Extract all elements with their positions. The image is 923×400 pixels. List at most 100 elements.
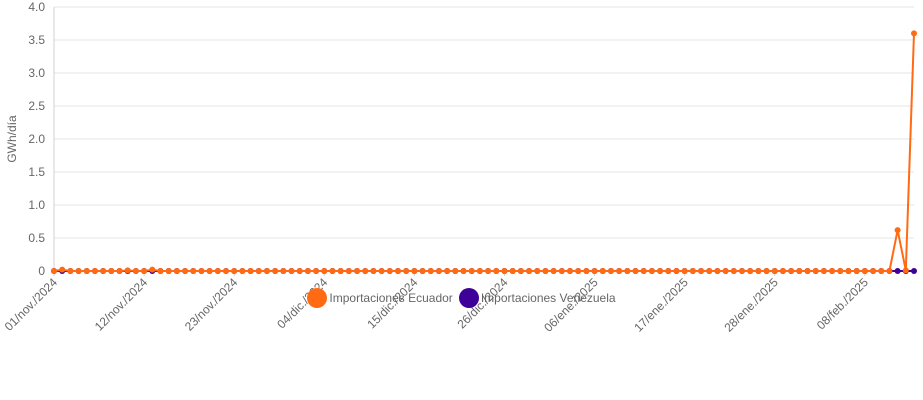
data-point-importaciones-ecuador: [354, 268, 361, 274]
data-point-importaciones-ecuador: [853, 268, 860, 274]
data-point-importaciones-ecuador: [607, 268, 614, 274]
data-point-importaciones-ecuador: [444, 268, 451, 274]
data-point-importaciones-ecuador: [730, 268, 737, 274]
data-point-importaciones-ecuador: [894, 227, 901, 234]
data-point-importaciones-ecuador: [542, 268, 549, 274]
data-point-importaciones-ecuador: [141, 268, 148, 274]
data-point-importaciones-ecuador: [706, 268, 713, 274]
data-point-importaciones-ecuador: [165, 268, 172, 274]
data-point-importaciones-ecuador: [812, 268, 819, 274]
data-point-importaciones-ecuador: [263, 268, 270, 274]
data-point-importaciones-ecuador: [435, 268, 442, 274]
legend-label-ecuador: Importaciones Ecuador: [329, 291, 453, 305]
data-point-importaciones-ecuador: [378, 268, 385, 274]
legend: Importaciones Ecuador Importaciones Vene…: [0, 288, 923, 308]
data-point-importaciones-ecuador: [329, 268, 336, 274]
data-point-importaciones-venezuela: [894, 268, 901, 274]
y-tick-label: 0.5: [28, 231, 45, 245]
data-point-importaciones-ecuador: [337, 268, 344, 274]
data-point-importaciones-ecuador: [550, 268, 557, 274]
data-point-importaciones-ecuador: [173, 268, 180, 274]
legend-item-ecuador[interactable]: Importaciones Ecuador: [307, 288, 453, 308]
data-point-importaciones-ecuador: [321, 268, 328, 274]
data-point-importaciones-ecuador: [427, 268, 434, 274]
data-point-importaciones-ecuador: [837, 268, 844, 274]
data-point-importaciones-ecuador: [747, 268, 754, 274]
data-point-importaciones-ecuador: [657, 268, 664, 274]
data-point-importaciones-ecuador: [640, 268, 647, 274]
data-point-importaciones-ecuador: [763, 268, 770, 274]
legend-swatch-ecuador: [307, 288, 328, 308]
data-point-importaciones-ecuador: [75, 268, 82, 274]
data-point-importaciones-ecuador: [648, 268, 655, 274]
y-tick-label: 4.0: [28, 0, 45, 14]
data-point-importaciones-ecuador: [280, 268, 287, 274]
y-tick-label: 2.0: [28, 132, 45, 146]
data-point-importaciones-ecuador: [591, 268, 598, 274]
data-point-importaciones-ecuador: [272, 268, 279, 274]
data-point-importaciones-ecuador: [239, 268, 246, 274]
data-point-importaciones-ecuador: [67, 268, 74, 274]
data-point-importaciones-ecuador: [255, 268, 262, 274]
y-tick-label: 3.5: [28, 33, 45, 47]
data-point-importaciones-ecuador: [558, 268, 565, 274]
data-point-importaciones-ecuador: [534, 268, 541, 274]
data-point-importaciones-ecuador: [673, 268, 680, 274]
data-point-importaciones-ecuador: [624, 268, 631, 274]
data-point-importaciones-ecuador: [820, 268, 827, 274]
data-point-importaciones-ecuador: [468, 268, 475, 274]
data-point-importaciones-ecuador: [722, 268, 729, 274]
y-tick-label: 1.5: [28, 165, 45, 179]
data-point-importaciones-ecuador: [460, 268, 467, 274]
data-point-importaciones-ecuador: [870, 268, 877, 274]
data-point-importaciones-ecuador: [861, 268, 868, 274]
data-point-importaciones-ecuador: [304, 268, 311, 274]
data-point-importaciones-ecuador: [681, 268, 688, 274]
data-point-importaciones-ecuador: [214, 268, 221, 274]
data-point-importaciones-ecuador: [583, 268, 590, 274]
data-point-importaciones-ecuador: [157, 268, 164, 274]
data-point-importaciones-ecuador: [124, 267, 131, 274]
data-point-importaciones-ecuador: [288, 268, 295, 274]
data-point-importaciones-ecuador: [91, 268, 98, 274]
data-point-importaciones-ecuador: [779, 268, 786, 274]
data-point-importaciones-ecuador: [149, 266, 156, 273]
data-point-importaciones-ecuador: [567, 268, 573, 274]
data-point-importaciones-ecuador: [51, 268, 57, 274]
legend-item-venezuela[interactable]: Importaciones Venezuela: [458, 288, 616, 308]
data-point-importaciones-ecuador: [116, 268, 123, 274]
legend-label-venezuela: Importaciones Venezuela: [480, 291, 616, 305]
data-point-importaciones-ecuador: [501, 268, 508, 274]
data-point-importaciones-ecuador: [108, 268, 115, 274]
data-point-importaciones-ecuador: [714, 268, 721, 274]
data-point-importaciones-ecuador: [59, 266, 66, 273]
data-point-importaciones-ecuador: [370, 268, 377, 274]
data-point-importaciones-ecuador: [829, 268, 836, 274]
data-point-importaciones-ecuador: [100, 268, 107, 274]
data-point-importaciones-ecuador: [771, 268, 778, 274]
y-axis-title: GWh/día: [5, 115, 19, 163]
data-point-importaciones-ecuador: [689, 268, 696, 274]
data-point-importaciones-ecuador: [845, 268, 852, 274]
data-point-importaciones-ecuador: [395, 268, 401, 274]
data-point-importaciones-ecuador: [788, 268, 795, 274]
data-point-importaciones-ecuador: [665, 268, 672, 274]
data-point-importaciones-ecuador: [509, 268, 516, 274]
data-point-importaciones-ecuador: [223, 268, 229, 274]
data-point-importaciones-ecuador: [739, 268, 745, 274]
data-point-importaciones-venezuela: [911, 268, 917, 274]
y-tick-label: 3.0: [28, 66, 45, 80]
data-point-importaciones-ecuador: [452, 268, 459, 274]
data-point-importaciones-ecuador: [386, 268, 393, 274]
data-point-importaciones-ecuador: [206, 268, 213, 274]
data-point-importaciones-ecuador: [517, 268, 524, 274]
data-point-importaciones-ecuador: [231, 268, 238, 274]
data-point-importaciones-ecuador: [190, 268, 197, 274]
data-point-importaciones-ecuador: [886, 268, 893, 274]
data-point-importaciones-ecuador: [411, 268, 418, 274]
data-point-importaciones-ecuador: [198, 268, 205, 274]
data-point-importaciones-ecuador: [493, 268, 500, 274]
data-point-importaciones-ecuador: [632, 268, 639, 274]
